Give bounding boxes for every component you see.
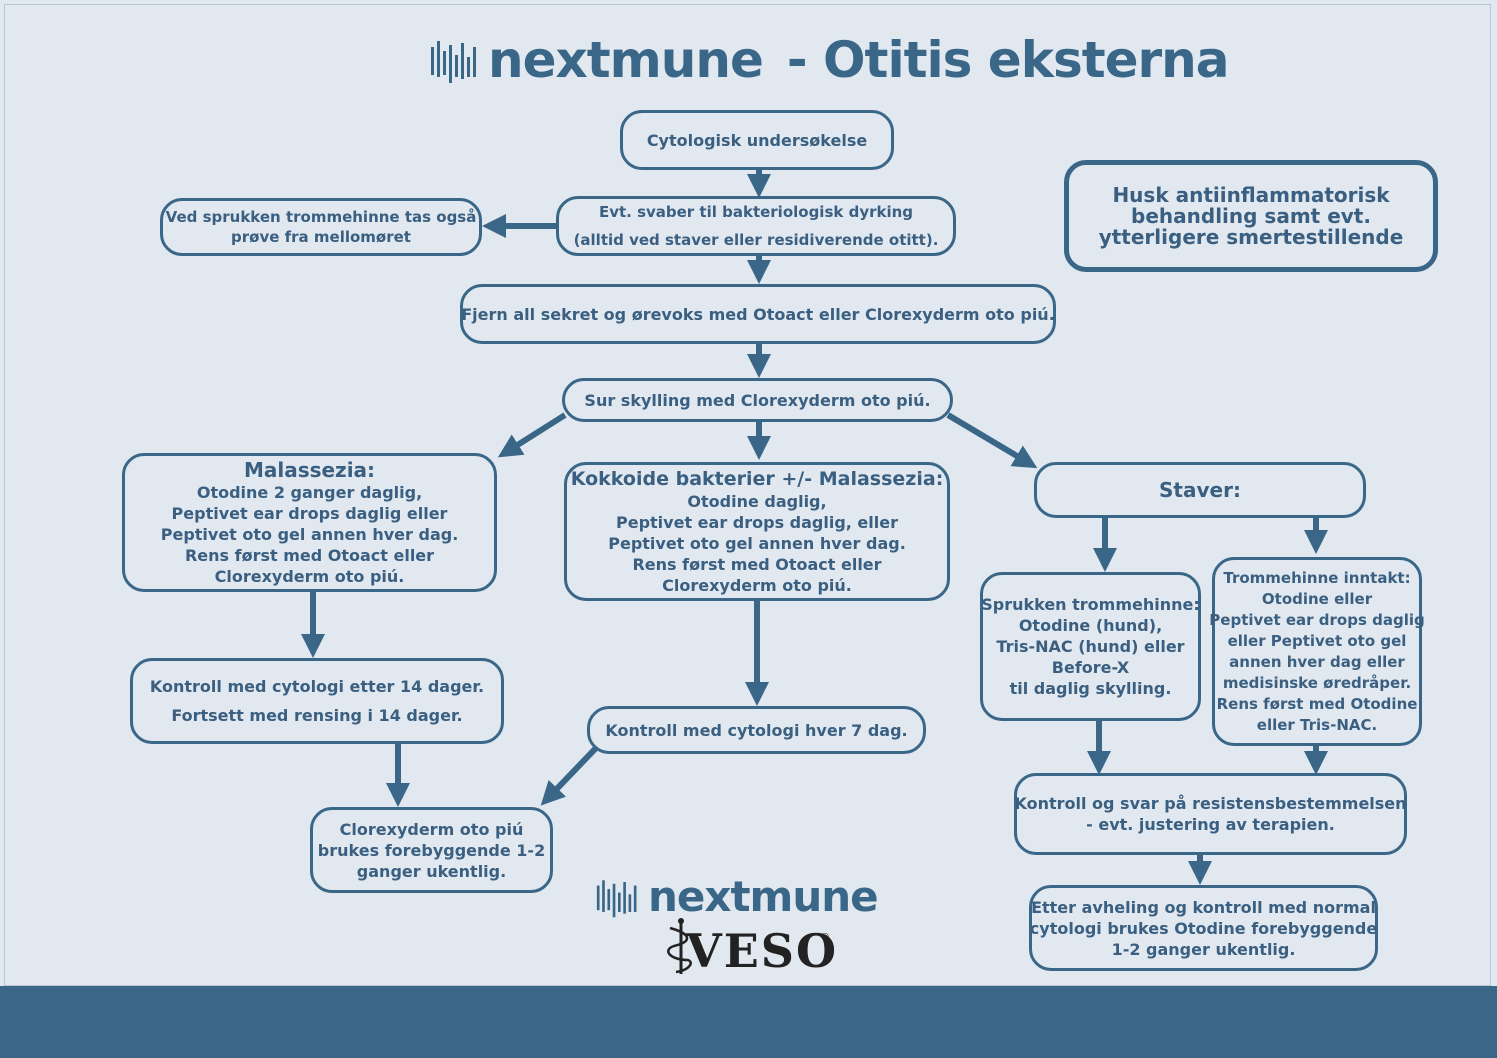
resistance-line: - evt. justering av terapien. <box>1086 815 1335 834</box>
rinse-box: Sur skylling med Clorexyderm oto piú. <box>562 378 953 422</box>
cytology-box: Cytologisk undersøkelse <box>620 110 894 170</box>
arrow-rinse-malassezia <box>497 412 567 458</box>
ruptured-line: Tris-NAC (hund) eller <box>996 637 1185 656</box>
malassezia-line: Rens først med Otoact eller <box>184 546 435 565</box>
reminder-line: Husk antiinflammatorisk <box>1112 182 1390 207</box>
intact-line: Trommehinne inntakt: <box>1223 568 1411 587</box>
ruptured-line: Otodine (hund), <box>1018 616 1163 635</box>
title-suffix: - Otitis eksterna <box>786 31 1230 89</box>
brand-name-bottom: nextmune <box>648 872 879 921</box>
intact-line: Peptivet ear drops daglig <box>1209 610 1425 629</box>
control-14-box: Kontroll med cytologi etter 14 dager. Fo… <box>130 658 504 744</box>
intact-line: eller Peptivet oto gel <box>1227 631 1407 650</box>
footer-band <box>0 986 1497 1058</box>
intact-line: annen hver dag eller <box>1229 652 1405 671</box>
page-border <box>4 4 1491 986</box>
prevent-clorex-box: Clorexyderm oto piú brukes forebyggende … <box>310 807 553 893</box>
after-healing-box: Etter avheling og kontroll med normal cy… <box>1029 885 1378 971</box>
intact-line: Rens først med Otodine <box>1216 694 1418 713</box>
rods-box: Staver: <box>1034 462 1366 518</box>
malassezia-box: Malassezia: Otodine 2 ganger daglig, Pep… <box>122 453 497 592</box>
intact-line: medisinske øredråper. <box>1222 673 1412 692</box>
veso-registered: ® <box>820 932 830 943</box>
rods-text: Staver: <box>1159 477 1241 502</box>
swab-box: Evt. svaber til bakteriologisk dyrking (… <box>556 196 956 256</box>
malassezia-line: Otodine 2 ganger daglig, <box>196 483 423 502</box>
prevent-clorex-line: Clorexyderm oto piú <box>339 819 524 839</box>
clean-box: Fjern all sekret og ørevoks med Otoact e… <box>460 284 1056 344</box>
ruptured-line: til daglig skylling. <box>1009 679 1172 698</box>
prevent-clorex-line: brukes forebyggende 1-2 <box>317 840 546 860</box>
caduceus-icon <box>667 918 692 974</box>
resistance-box: Kontroll og svar på resistensbestemmelse… <box>1014 773 1407 855</box>
title: nextmune - Otitis eksterna <box>430 30 1230 90</box>
malassezia-line: Peptivet oto gel annen hver dag. <box>160 525 459 544</box>
cocci-line: Rens først med Otoact eller <box>632 555 882 574</box>
reminder-line: behandling samt evt. <box>1131 203 1371 228</box>
ruptured-sample-line: Ved sprukken trommehinne tas også <box>165 208 477 226</box>
intact-box: Trommehinne inntakt: Otodine eller Pepti… <box>1209 557 1425 746</box>
control-7-text: Kontroll med cytologi hver 7 dag. <box>605 720 908 740</box>
nextmune-logo-icon <box>596 879 637 917</box>
arrow-control7-prevent <box>540 745 599 806</box>
control-14-line: Kontroll med cytologi etter 14 dager. <box>149 677 485 696</box>
ruptured-line: Before-X <box>1051 658 1130 677</box>
cocci-line: Peptivet oto gel annen hver dag. <box>608 534 906 553</box>
intact-line: Otodine eller <box>1261 589 1373 608</box>
malassezia-heading: Malassezia: <box>243 458 376 482</box>
cocci-line: Clorexyderm oto piú. <box>662 576 852 595</box>
swab-line: (alltid ved staver eller residiverende o… <box>573 231 939 249</box>
control-7-box: Kontroll med cytologi hver 7 dag. <box>587 706 926 754</box>
prevent-clorex-line: ganger ukentlig. <box>356 861 507 881</box>
nextmune-logo-icon <box>431 41 476 83</box>
reminder-box: Husk antiinflammatorisk behandling samt … <box>1064 160 1438 272</box>
arrow-rinse-rods <box>946 412 1038 469</box>
clean-text: Fjern all sekret og ørevoks med Otoact e… <box>461 304 1055 324</box>
veso-logo: VESO ® <box>664 916 836 976</box>
cocci-line: Otodine daglig, <box>687 492 827 511</box>
cocci-heading: Kokkoide bakterier +/- Malassezia: <box>570 468 944 490</box>
after-healing-line: 1-2 ganger ukentlig. <box>1111 939 1296 959</box>
resistance-line: Kontroll og svar på resistensbestemmelse… <box>1014 794 1407 813</box>
cocci-line: Peptivet ear drops daglig, eller <box>616 513 898 532</box>
veso-wordmark: VESO <box>686 924 839 978</box>
malassezia-line: Peptivet ear drops daglig eller <box>171 504 448 523</box>
rinse-text: Sur skylling med Clorexyderm oto piú. <box>584 390 931 410</box>
reminder-line: ytterligere smertestillende <box>1098 224 1404 249</box>
swab-line: Evt. svaber til bakteriologisk dyrking <box>598 203 914 221</box>
after-healing-line: cytologi brukes Otodine forebyggende <box>1029 918 1378 938</box>
ruptured-box: Sprukken trommehinne: Otodine (hund), Tr… <box>980 572 1201 721</box>
after-healing-line: Etter avheling og kontroll med normal <box>1031 897 1376 917</box>
ruptured-line: Sprukken trommehinne: <box>981 595 1200 614</box>
control-14-line: Fortsett med rensing i 14 dager. <box>171 706 463 725</box>
ruptured-sample-box: Ved sprukken trommehinne tas også prøve … <box>160 198 482 256</box>
malassezia-line: Clorexyderm oto piú. <box>214 567 405 586</box>
nextmune-logo-bottom: nextmune <box>596 872 879 921</box>
brand-name: nextmune <box>488 31 764 89</box>
cocci-box: Kokkoide bakterier +/- Malassezia: Otodi… <box>564 462 950 601</box>
intact-line: eller Tris-NAC. <box>1256 715 1378 734</box>
ruptured-sample-line: prøve fra mellomøret <box>231 228 411 246</box>
cytology-text: Cytologisk undersøkelse <box>646 130 868 150</box>
